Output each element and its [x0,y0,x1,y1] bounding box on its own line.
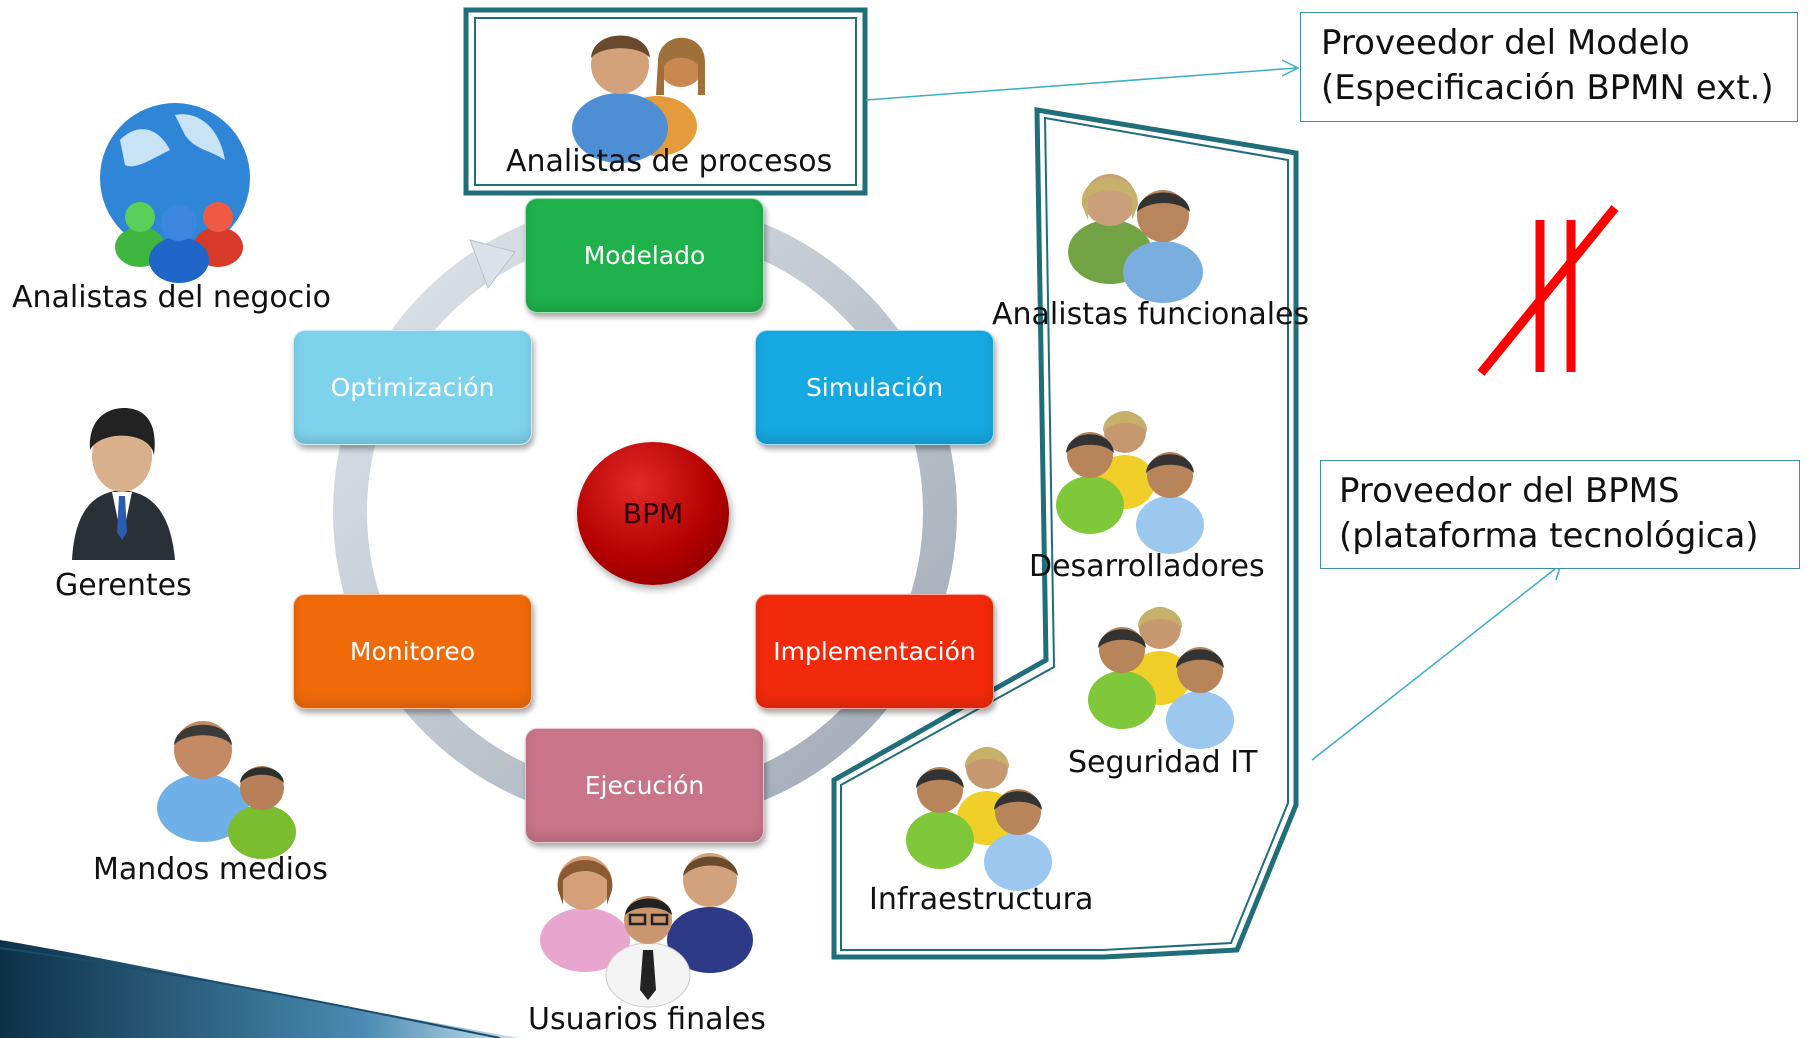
phase-simulacion: Simulación [755,330,994,445]
label-middle-managers: Mandos medios [93,852,328,887]
managers-icon [72,408,175,560]
bpms-provider-line2: (plataforma tecnológica) [1339,516,1759,556]
phase-optimizacion: Optimización [293,330,532,445]
process-analysts-icon [572,35,705,163]
label-infrastructure: Infraestructura [869,882,1094,917]
model-provider-line1: Proveedor del Modelo [1321,23,1690,63]
it-security-icon [1088,607,1234,749]
bpms-provider-line1: Proveedor del BPMS [1339,471,1680,511]
phase-modelado: Modelado [525,198,764,313]
label-process-analysts: Analistas de procesos [506,144,833,179]
cycle-arrow-head [469,239,516,290]
phase-monitoreo: Monitoreo [293,594,532,709]
label-developers: Desarrolladores [1029,549,1265,584]
connector-model-provider [865,67,1297,101]
label-end-users: Usuarios finales [528,1002,766,1037]
bpm-label: BPM [622,497,684,530]
phase-label: Monitoreo [349,637,476,666]
label-managers: Gerentes [55,568,192,603]
infrastructure-icon [906,747,1052,891]
middle-managers-icon [157,721,296,859]
connector-bpms-provider [1311,564,1561,761]
label-business-analysts: Analistas del negocio [12,280,331,315]
business-analysts-icon [100,103,250,283]
phase-label: Implementación [773,637,976,666]
developers-icon [1056,411,1204,554]
phase-label: Ejecución [584,771,705,800]
label-it-security: Seguridad IT [1068,745,1258,780]
phase-label: Simulación [805,373,944,402]
model-provider-line2: (Especificación BPMN ext.) [1321,68,1774,108]
phase-label: Modelado [583,241,706,270]
bpms-provider-box: Proveedor del BPMS (plataforma tecnológi… [1320,460,1800,569]
decorative-wedge [0,940,520,1038]
bpm-center-circle: BPM [577,442,729,585]
phase-label: Optimización [330,373,495,402]
technical-team-outline [831,107,1299,960]
end-users-icon [540,853,753,1008]
phase-implementacion: Implementación [755,594,994,709]
not-equal-mark [1477,205,1619,376]
phase-ejecucion: Ejecución [525,728,764,843]
label-functional-analysts: Analistas funcionales [992,297,1310,332]
functional-analysts-icon [1068,174,1203,303]
model-provider-box: Proveedor del Modelo (Especificación BPM… [1300,12,1798,122]
